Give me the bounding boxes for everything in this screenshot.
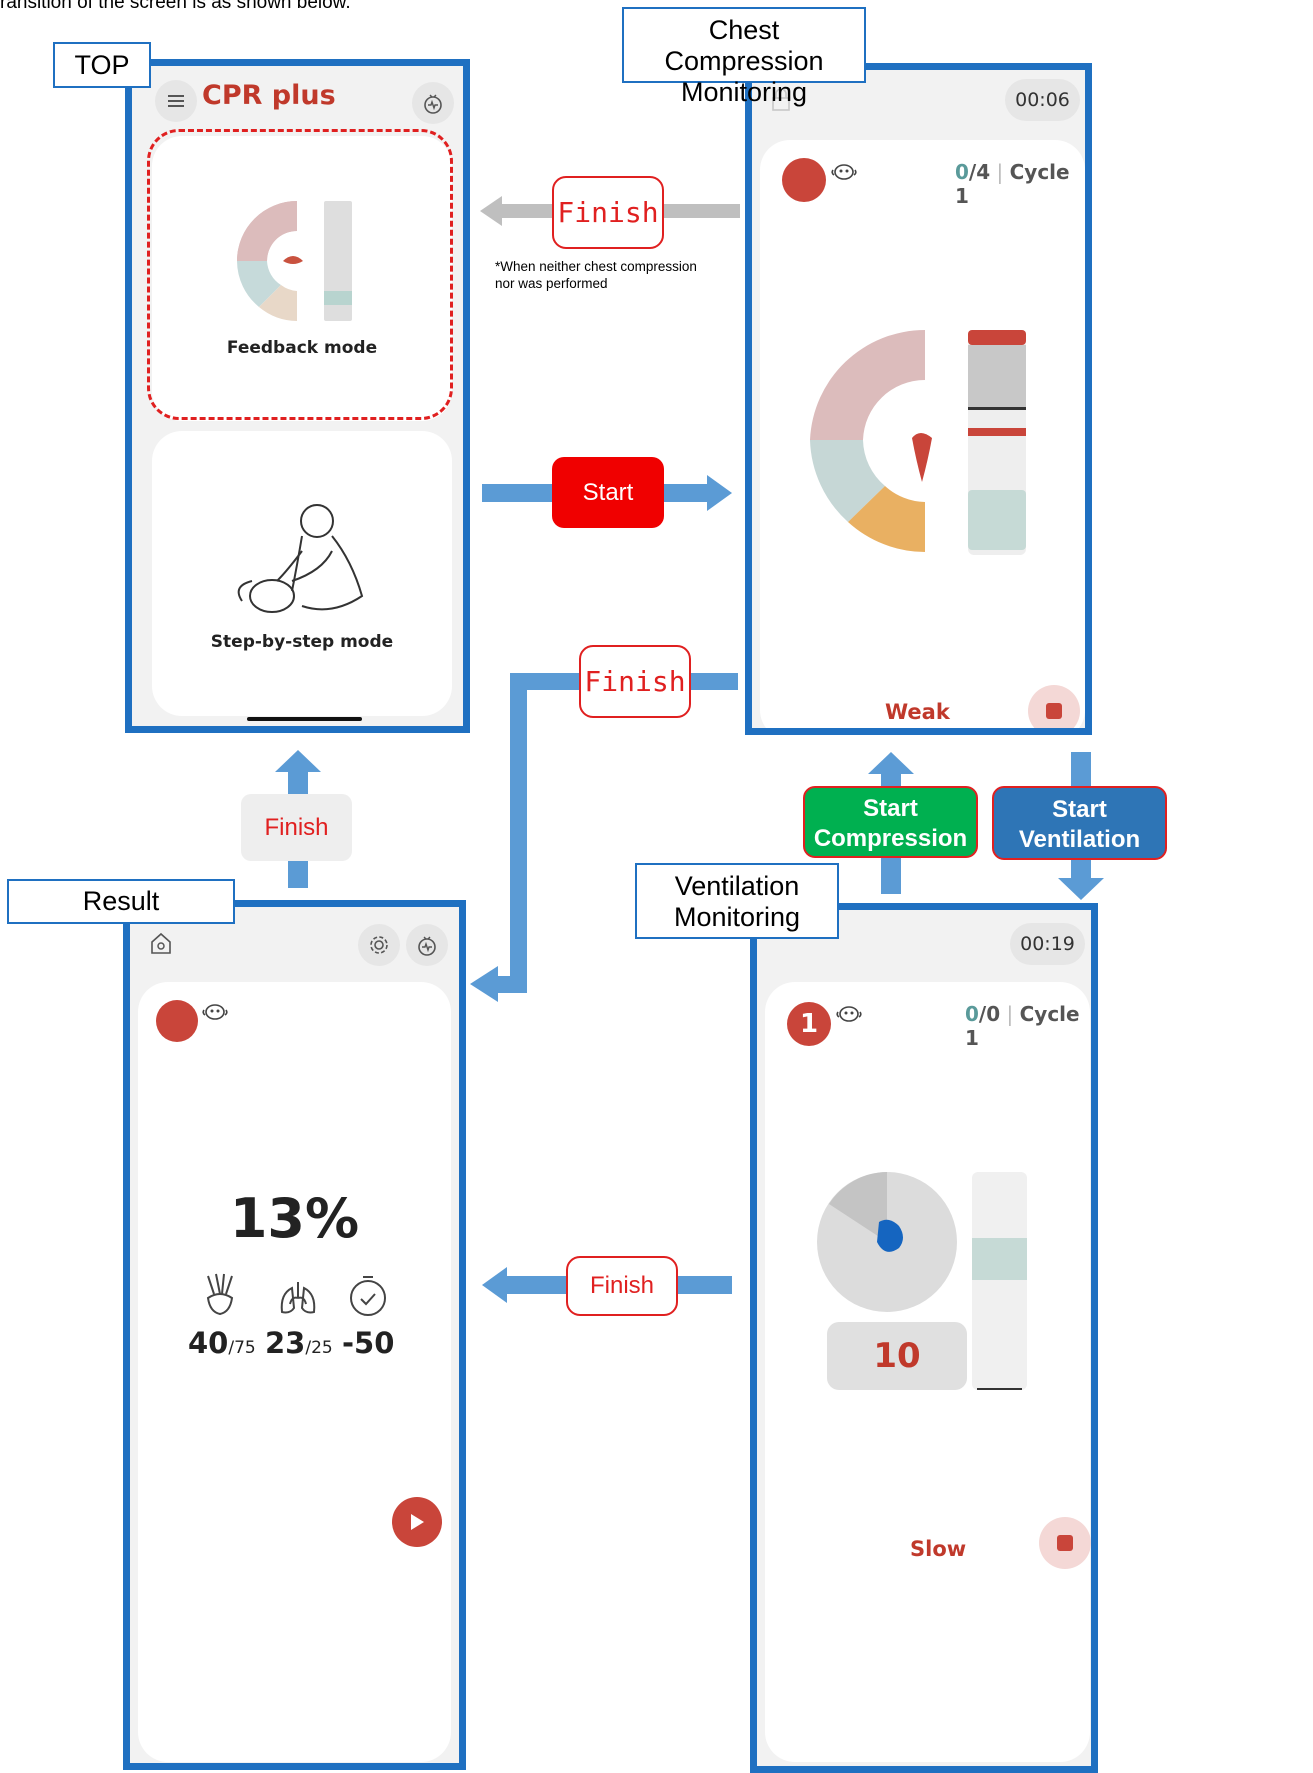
cycle-counter: 0/0 | Cycle 1 [965, 1002, 1080, 1050]
compressions-total: /75 [228, 1338, 256, 1358]
count-done: 0 [965, 1002, 979, 1026]
cycle-label: Cycle 1 [965, 1002, 1080, 1050]
ventilation-status: Slow [910, 1537, 967, 1561]
label-result: Result [7, 879, 235, 924]
manikin-face-icon [830, 162, 858, 186]
home-icon[interactable] [150, 931, 172, 959]
manikin-face-icon [201, 1002, 229, 1026]
stop-icon [1046, 703, 1062, 719]
lungs-icon [278, 1280, 318, 1320]
stop-button[interactable] [1028, 685, 1080, 728]
feedback-mode-label: Feedback mode [226, 338, 378, 358]
label-top: TOP [53, 42, 151, 88]
menu-icon[interactable] [155, 80, 197, 122]
ventilation-gauge [817, 1172, 1027, 1390]
stop-icon [1057, 1535, 1073, 1551]
top-screen: CPR plus Feedback mode Step-by-step mode [125, 59, 470, 733]
timer-chip: 00:06 [1005, 79, 1080, 121]
cycle-label: Cycle 1 [955, 160, 1070, 208]
step-mode-card[interactable]: Step-by-step mode [152, 431, 452, 716]
finish-vent-button[interactable]: Finish [566, 1256, 678, 1316]
stop-button[interactable] [1039, 1517, 1091, 1569]
ventilation-value: 10 [827, 1322, 967, 1390]
ventilations-value: 23 [265, 1326, 306, 1360]
finish-result-button[interactable]: Finish [241, 794, 352, 861]
feedback-mode-card[interactable]: Feedback mode [152, 136, 452, 421]
ventilation-card: 1 0/0 | Cycle 1 10 Slow [765, 982, 1091, 1762]
count-total: /4 [968, 160, 991, 184]
start-button[interactable]: Start [552, 457, 664, 528]
finish-top-button[interactable]: Finish [552, 176, 664, 249]
count-total: /0 [978, 1002, 1001, 1026]
stopwatch-icon [348, 1274, 388, 1322]
home-indicator [247, 717, 362, 721]
play-button[interactable] [392, 1497, 442, 1547]
result-card: 13% 40/75 23/25 -50 [138, 982, 451, 1762]
heart-monitor-icon[interactable] [406, 924, 448, 966]
label-ventilation: Ventilation Monitoring [635, 863, 839, 939]
lock-icon[interactable] [770, 88, 792, 116]
ventilations-stat: 23/25 [265, 1326, 333, 1360]
cycle-badge: 1 [787, 1002, 831, 1046]
cycle-counter: 0/4 | Cycle 1 [955, 160, 1070, 208]
start-compression-button[interactable]: Start Compression [803, 786, 978, 858]
app-title: CPR plus [202, 80, 336, 111]
compression-status: Weak [885, 700, 950, 724]
count-done: 0 [955, 160, 969, 184]
red-status-dot [156, 1000, 198, 1042]
intro-text: ransition of the screen is as shown belo… [0, 0, 351, 13]
compressions-stat: 40/75 [188, 1326, 256, 1360]
time-diff-stat: -50 [342, 1326, 395, 1360]
heart-monitor-icon[interactable] [412, 82, 454, 124]
finish-mid-button[interactable]: Finish [579, 645, 691, 718]
feedback-highlight [147, 129, 453, 420]
label-chest: Chest Compression Monitoring [622, 7, 866, 107]
manikin-face-icon [835, 1004, 863, 1028]
score-percent: 13% [229, 1187, 360, 1250]
finish-mid-arrow-v [510, 673, 527, 993]
compression-gauge [810, 330, 1026, 555]
compressions-value: 40 [188, 1326, 229, 1360]
cpr-person-icon [237, 504, 364, 613]
red-status-dot [782, 158, 826, 202]
feedback-gauge-icon [237, 201, 352, 321]
timer-chip: 00:19 [1010, 923, 1085, 965]
compression-hands-icon [200, 1272, 240, 1320]
finish-note: *When neither chest compression nor was … [495, 259, 697, 291]
start-ventilation-button[interactable]: Start Ventilation [992, 786, 1167, 860]
ventilations-total: /25 [305, 1338, 333, 1358]
finish-mid-arrowhead [470, 966, 498, 1002]
step-mode-label: Step-by-step mode [210, 632, 394, 652]
settings-icon[interactable] [358, 924, 400, 966]
chest-compression-screen: 00:06 0/4 | Cycle 1 Weak [745, 63, 1092, 735]
result-screen: 13% 40/75 23/25 -50 [123, 900, 466, 1770]
ventilation-screen: 00:19 1 0/0 | Cycle 1 10 Slow [750, 903, 1098, 1773]
finish-mid-arrow-tail [495, 976, 527, 993]
chest-card: 0/4 | Cycle 1 Weak [760, 140, 1085, 728]
play-icon [411, 1514, 424, 1530]
